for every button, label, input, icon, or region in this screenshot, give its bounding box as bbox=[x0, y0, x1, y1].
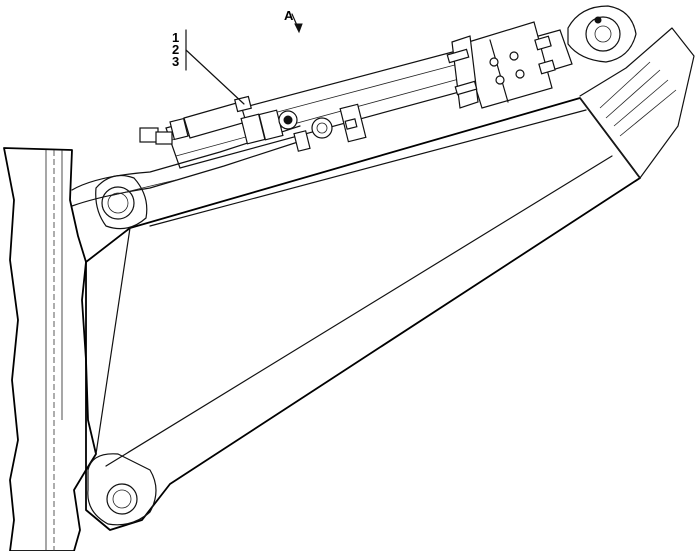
top-pivot bbox=[567, 5, 637, 63]
fitting-nut-icon bbox=[311, 117, 333, 139]
lower-pivot-pin-icon bbox=[106, 483, 138, 515]
callout-3-label: 3 bbox=[172, 54, 179, 69]
callout-leader-line bbox=[185, 49, 245, 105]
hydraulic-hose bbox=[71, 125, 305, 207]
callout-1-label: 1 bbox=[172, 30, 179, 45]
view-arrow: A bbox=[284, 8, 303, 34]
upper-left-pivot bbox=[95, 175, 148, 230]
vertical-post bbox=[3, 147, 97, 551]
top-pivot-pin-icon bbox=[585, 16, 621, 52]
callout-group: 1 2 3 bbox=[172, 29, 245, 105]
pipe-fittings bbox=[139, 95, 367, 152]
hydraulic-cylinder bbox=[165, 21, 573, 169]
diagonal-boom bbox=[85, 27, 695, 531]
view-label: A bbox=[284, 8, 294, 23]
lower-pivot-joint bbox=[87, 453, 157, 526]
callout-2-label: 2 bbox=[172, 42, 179, 57]
